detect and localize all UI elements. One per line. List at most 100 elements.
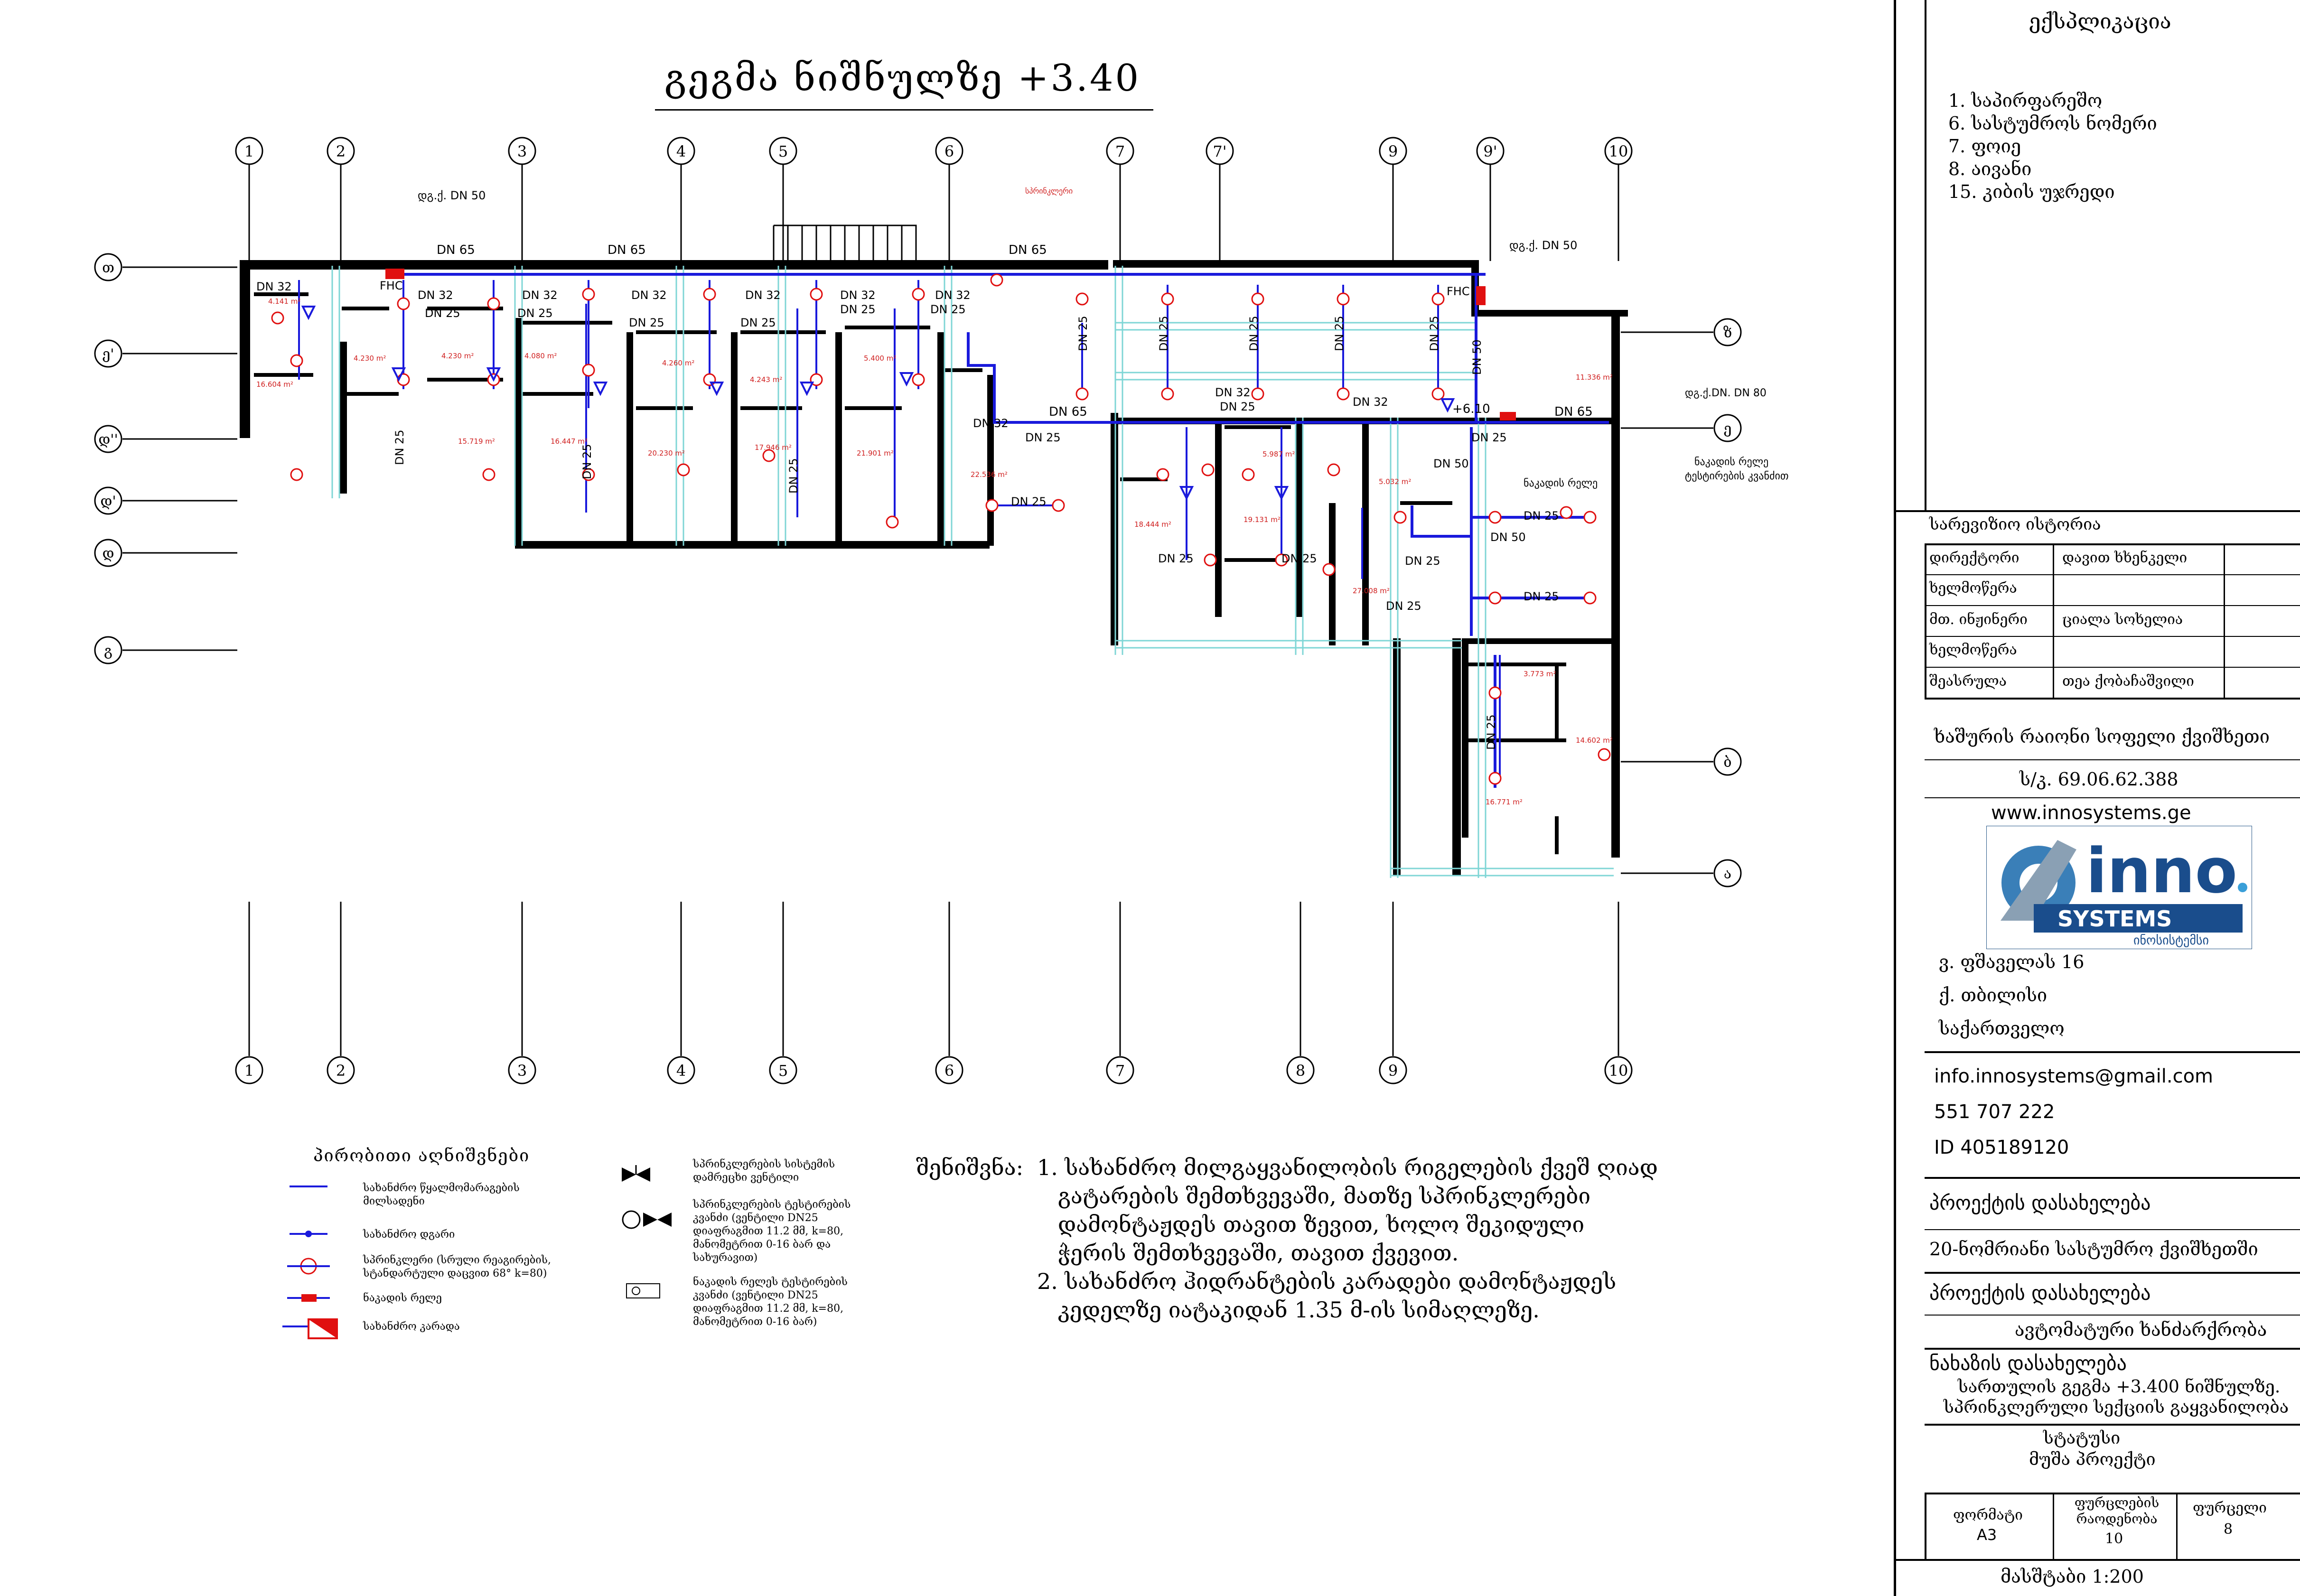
sprinkler-head xyxy=(1275,553,1288,567)
title-block: ექსპლიკაცია 1. საპირფარეშო 6. სასტუმროს … xyxy=(1894,0,2300,1596)
sprinkler-head xyxy=(1161,292,1174,306)
room-area-label: 16.604 m² xyxy=(256,380,293,389)
pipe-size-label: DN 25 xyxy=(517,307,553,320)
axis-bubble-top xyxy=(1476,137,1505,165)
pipe-size-label-vertical: DN 25 xyxy=(787,458,800,494)
drawing-name-line: სპრინკლერული სექციის გაყვანილობა xyxy=(1944,1398,2289,1417)
notes-line: ჭერის შემთხვევაში, თავით ქვევით. xyxy=(1037,1240,1459,1266)
company-logo: inno SYSTEMS ინოსისტემსი xyxy=(1986,825,2253,950)
axis-label-row: ბ xyxy=(1723,754,1731,771)
room-area-label: 19.131 m² xyxy=(1243,515,1281,524)
flow-arrow xyxy=(709,382,724,396)
sprinkler-head xyxy=(1201,463,1215,476)
axis-bubble-top xyxy=(667,137,695,165)
axis-label-top: 7' xyxy=(1213,142,1226,160)
pipe-size-label-vertical: DN 25 xyxy=(1485,714,1498,750)
legend-item: სახანძრო წყალმომარაგების მილსადენი xyxy=(363,1182,520,1207)
sprinkler-head xyxy=(677,463,690,476)
sprinkler-head xyxy=(886,515,899,529)
axis-label-row: დ xyxy=(102,545,114,562)
sprinkler-head xyxy=(703,288,716,301)
pipe-size-label: DN 32 xyxy=(1215,386,1251,399)
legend-title: პირობითი აღნიშვნები xyxy=(313,1146,530,1166)
axis-bubble-row xyxy=(1713,414,1742,442)
sprinkler-head xyxy=(1598,748,1611,761)
pipe-size-label: DN 25 xyxy=(1281,552,1317,565)
axis-bubble-top xyxy=(1106,137,1134,165)
sheets-count: 10 xyxy=(2105,1531,2123,1547)
sprinkler-head xyxy=(1488,772,1502,785)
pipe-size-label: DN 25 xyxy=(1405,554,1440,568)
sprinkler-head xyxy=(1322,563,1336,576)
sheet-title-underline xyxy=(655,109,1153,111)
axis-label-bottom: 8 xyxy=(1296,1062,1305,1080)
sprinkler-head xyxy=(482,468,496,481)
svg-text:SYSTEMS: SYSTEMS xyxy=(2057,906,2172,932)
pipe-size-label: DN 25 xyxy=(1025,431,1061,444)
pipe-label-main-1: DN 65 xyxy=(437,243,475,257)
sprinkler-head xyxy=(990,273,1003,287)
flow-arrow xyxy=(593,382,608,396)
flow-relay-mark xyxy=(1500,412,1516,420)
axis-bubble-top xyxy=(1604,137,1633,165)
explication-title: ექსპლიკაცია xyxy=(2029,9,2171,34)
sprinkler-head xyxy=(582,364,595,377)
format-value: A3 xyxy=(1977,1526,1997,1544)
room-area-label: 18.444 m² xyxy=(1134,520,1171,529)
room-area-label: 4.080 m² xyxy=(524,352,557,360)
room-area-label: 20.230 m² xyxy=(648,449,685,457)
axis-bubble-top xyxy=(935,137,963,165)
room-area-label: 4.230 m² xyxy=(354,354,386,363)
chief-engineer-label: მთ. ინჟინერი xyxy=(1929,611,2028,628)
sprinkler-head xyxy=(1052,499,1065,512)
pipe-size-label: DN 25 xyxy=(840,303,876,316)
sprinkler-head xyxy=(1488,686,1502,700)
sprinkler-head xyxy=(1242,468,1255,481)
pipe-label-main-5: DN 65 xyxy=(1554,405,1593,419)
room-area-label: 4.141 m² xyxy=(268,297,300,306)
axis-bubble-bottom xyxy=(667,1056,695,1084)
fire-cabinet-left xyxy=(385,269,404,279)
pipe-network xyxy=(389,273,1609,788)
fhc-label-2: FHC xyxy=(1447,285,1470,298)
axis-bubble-top xyxy=(327,137,355,165)
company-email: info.innosystems@gmail.com xyxy=(1934,1065,2214,1087)
axis-bubble-top xyxy=(1206,137,1234,165)
axis-label-bottom: 9 xyxy=(1388,1062,1398,1080)
flow-arrow xyxy=(1179,486,1194,501)
sheet-title: გეგმა ნიშნულზე +3.40 xyxy=(664,57,1141,100)
fhc-label-1: FHC xyxy=(380,279,403,292)
axis-bubble-row xyxy=(94,636,122,664)
flow-arrow xyxy=(486,367,501,382)
axis-label-row: დ'' xyxy=(98,431,118,448)
legend-item: სპრინკლერი (სრული რეაგირების, სტანდარტულ… xyxy=(363,1254,551,1279)
sprinkler-head xyxy=(1431,292,1445,306)
axis-label-row: ე' xyxy=(102,346,114,363)
sprinkler-head xyxy=(397,297,410,310)
sprinkler-head xyxy=(1393,511,1407,524)
flow-arrow xyxy=(899,372,914,387)
sprinkler-head xyxy=(1161,387,1174,401)
room-area-label: 5.987 m² xyxy=(1262,450,1295,458)
pipe-size-label-vertical: DN 25 xyxy=(1157,316,1170,351)
sprinkler-head xyxy=(1075,387,1089,401)
level-mark: +6.10 xyxy=(1452,402,1490,416)
address-line: საქართველო xyxy=(1939,1018,2065,1039)
pipe-size-label: DN 50 xyxy=(1433,457,1469,470)
company-website: www.innosystems.ge xyxy=(1991,802,2191,824)
axis-label-bottom: 4 xyxy=(676,1062,686,1080)
company-phone: 551 707 222 xyxy=(1934,1101,2055,1123)
axis-label-row: ე xyxy=(1724,420,1732,437)
sprinkler-head xyxy=(1431,387,1445,401)
axis-bubble-bottom xyxy=(508,1056,536,1084)
room-area-label: 5.400 m² xyxy=(864,354,896,363)
room-area-label: 3.773 m² xyxy=(1524,670,1556,678)
sprinkler-note: სპრინკლერი xyxy=(1025,187,1073,196)
axis-bubble-top xyxy=(1379,137,1407,165)
pipe-size-label-vertical: DN 25 xyxy=(1247,316,1261,351)
pipe-size-label: DN 25 xyxy=(930,303,966,316)
pipe-size-label: DN 25 xyxy=(1386,599,1421,613)
pipe-size-label: DN 25 xyxy=(1524,509,1559,523)
pipe-size-label: DN 32 xyxy=(745,289,781,302)
